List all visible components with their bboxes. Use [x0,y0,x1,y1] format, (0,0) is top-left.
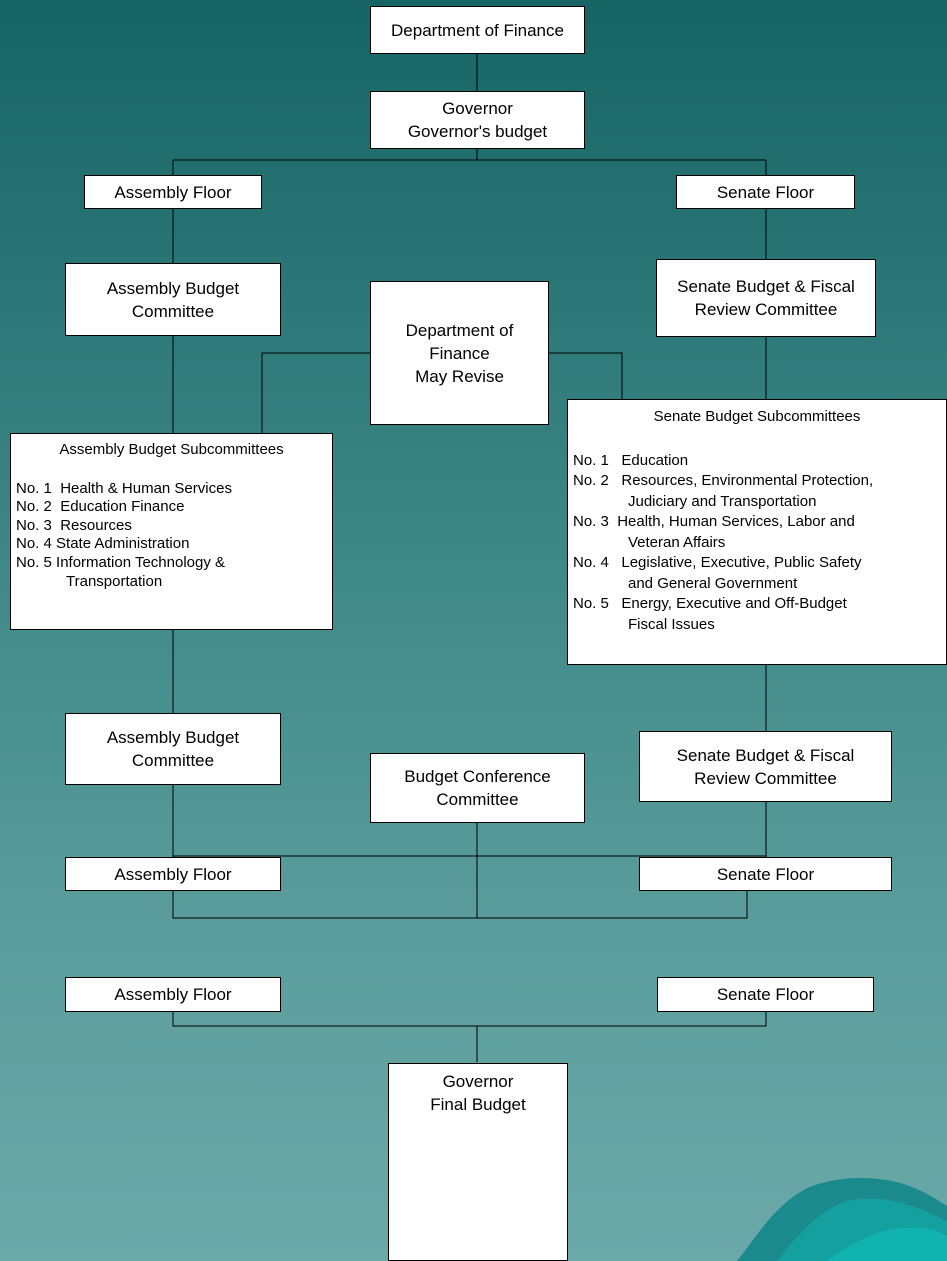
connector-may-revise-senate [549,352,623,399]
list-item: No. 3 Health, Human Services, Labor and … [573,513,855,551]
assembly-subcommittees-title: Assembly Budget Subcommittees [59,441,284,458]
node-dof-may-revise: Department of Finance May Revise [370,281,549,425]
senate-subcommittees-title: Senate Budget Subcommittees [653,408,861,425]
connector-may-revise-assembly [261,352,370,433]
node-senate-floor-2: Senate Floor [639,857,892,891]
node-budget-conference-committee: Budget Conference Committee [370,753,585,823]
node-assembly-floor-3: Assembly Floor [65,977,281,1012]
list-item: No. 5 Information Technology & Transport… [16,553,226,590]
node-department-of-finance: Department of Finance [370,6,585,54]
list-item: No. 4 State Administration [16,535,190,553]
node-senate-floor-1: Senate Floor [676,175,855,209]
decorative-wave-graphic [737,1178,947,1261]
node-assembly-budget-committee-1: Assembly Budget Committee [65,263,281,336]
node-governor-final-budget: Governor Final Budget [388,1063,568,1261]
node-assembly-floor-2: Assembly Floor [65,857,281,891]
list-item: No. 1 Health & Human Services [16,479,232,497]
connector-merge-conference [172,891,748,919]
list-item: No. 3 Resources [16,516,132,534]
connector-final-merge [172,1007,767,1027]
list-item: No. 2 Resources, Environmental Protectio… [573,472,874,510]
list-item: No. 2 Education Finance [16,498,185,516]
list-item: No. 1 Education [573,451,689,469]
node-governor-budget: Governor Governor's budget [370,91,585,149]
node-assembly-budget-committee-2: Assembly Budget Committee [65,713,281,785]
node-senate-floor-3: Senate Floor [657,977,874,1012]
senate-subcommittees-list: No. 1 Education No. 2 Resources, Environ… [568,451,946,636]
node-assembly-budget-subcommittees: Assembly Budget Subcommittees No. 1 Heal… [10,433,333,630]
node-assembly-floor-1: Assembly Floor [84,175,262,209]
list-item: No. 4 Legislative, Executive, Public Saf… [573,554,862,592]
assembly-subcommittees-list: No. 1 Health & Human Services No. 2 Educ… [11,480,332,592]
node-senate-budget-subcommittees: Senate Budget Subcommittees No. 1 Educat… [567,399,947,665]
node-senate-budget-fiscal-review-2: Senate Budget & Fiscal Review Committee [639,731,892,802]
list-item: No. 5 Energy, Executive and Off-Budget F… [573,595,847,633]
node-senate-budget-fiscal-review-1: Senate Budget & Fiscal Review Committee [656,259,876,337]
